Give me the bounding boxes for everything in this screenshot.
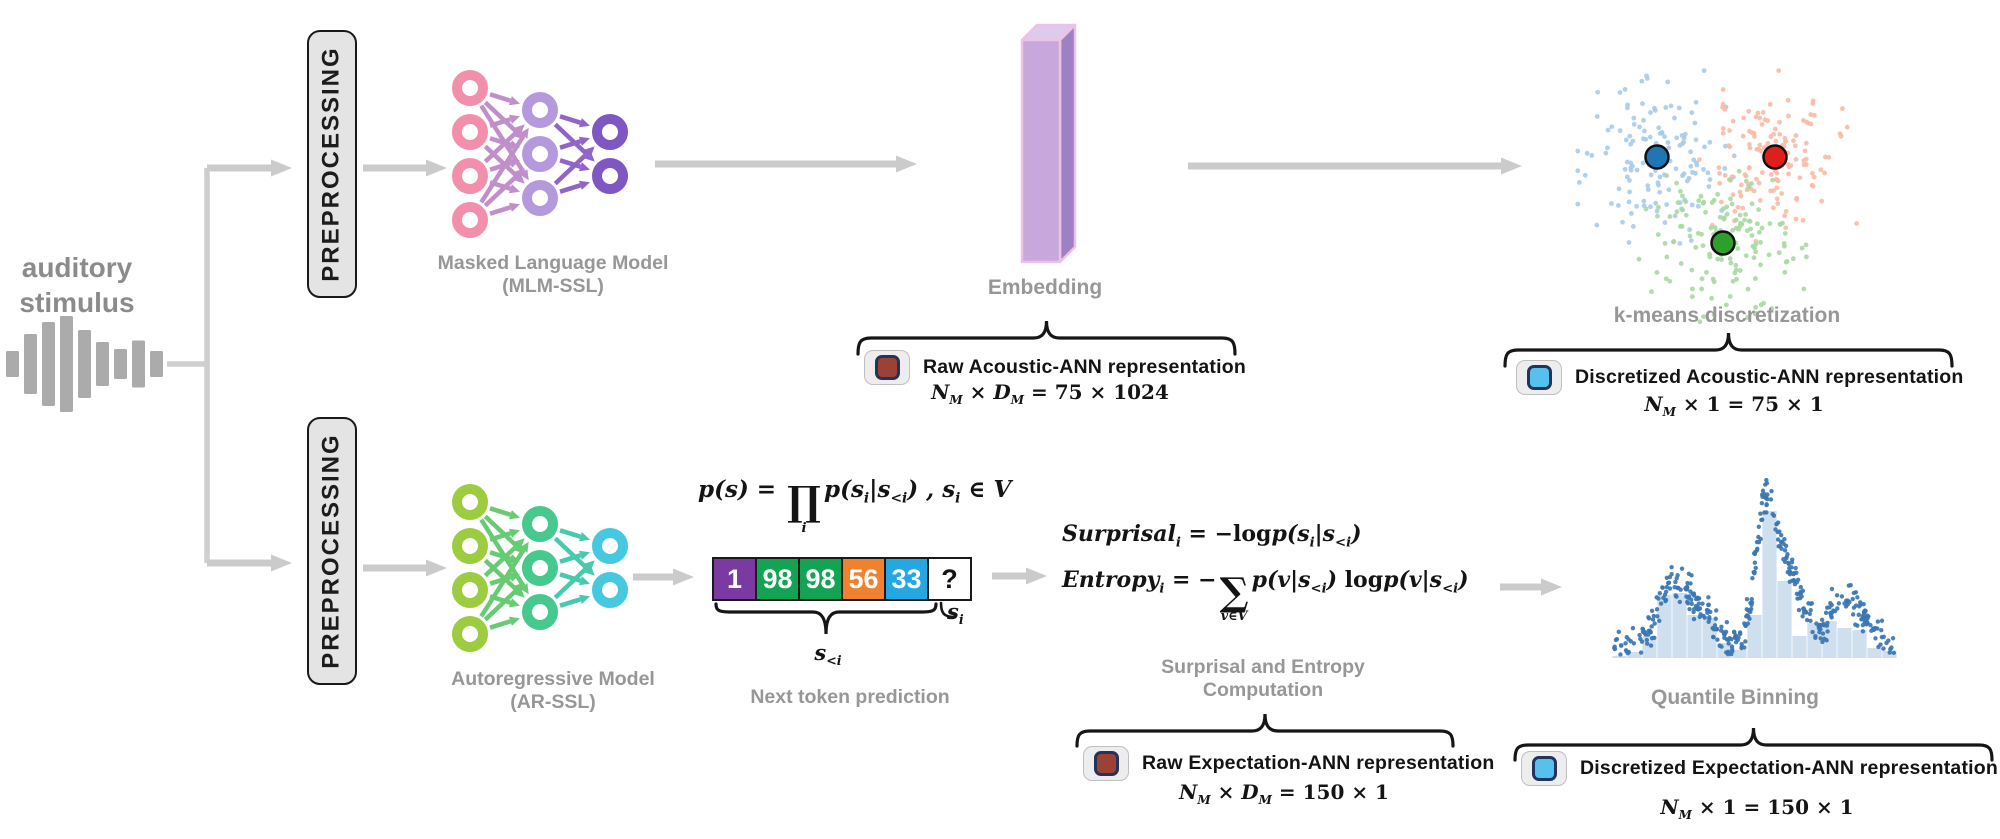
legend-raw-expectation-label: Raw Expectation-ANN representation xyxy=(1142,752,1495,774)
mlm-model-name: Masked Language Model xyxy=(437,252,669,274)
raw-acoustic-chip xyxy=(864,350,910,385)
surprisal-entropy-caption: Surprisal and Entropy Computation xyxy=(1161,656,1365,701)
discretized-acoustic-dims: NM × 1 = 75 × 1 xyxy=(1644,392,1824,419)
legend-raw-expectation: Raw Expectation-ANN representation xyxy=(1083,746,1494,781)
legend-discretized-acoustic: Discretized Acoustic-ANN representation xyxy=(1516,360,1964,395)
legend-discretized-expectation: Discretized Expectation-ANN representati… xyxy=(1521,751,1998,786)
annotation-braces xyxy=(714,320,1994,762)
ar-model-name: Autoregressive Model xyxy=(451,668,655,690)
legend-raw-acoustic: Raw Acoustic-ANN representation xyxy=(864,350,1246,385)
surprisal-entropy-caption-line1: Surprisal and Entropy xyxy=(1161,656,1365,678)
ar-model-abbr: (AR-SSL) xyxy=(510,691,596,713)
kmeans-scatter-plot xyxy=(1575,68,1859,325)
token-cell: 1 xyxy=(712,557,757,601)
waveform-icon xyxy=(6,316,163,412)
auditory-stimulus-label: auditory stimulus xyxy=(19,250,134,320)
preprocessing-box-top: PREPROCESSING xyxy=(307,30,357,298)
discretized-expectation-icon xyxy=(1531,756,1557,781)
token-cell: ? xyxy=(927,557,972,601)
branch-connector xyxy=(167,168,210,563)
raw-representation-icon xyxy=(874,355,900,380)
token-cell: 98 xyxy=(755,557,800,601)
next-token-label: si xyxy=(947,599,964,628)
flow-arrows xyxy=(207,155,1562,596)
next-token-caption: Next token prediction xyxy=(750,686,950,708)
quantile-binning-label: Quantile Binning xyxy=(1651,686,1819,709)
embedding-bar-icon xyxy=(1020,23,1077,264)
raw-acoustic-dims: NM × DM = 75 × 1024 xyxy=(931,380,1169,407)
previous-tokens-label: s<i xyxy=(814,640,842,669)
discretized-expectation-dims: NM × 1 = 150 × 1 xyxy=(1660,795,1854,822)
legend-discretized-acoustic-label: Discretized Acoustic-ANN representation xyxy=(1575,366,1964,388)
kmeans-label: k-means discretization xyxy=(1613,304,1841,327)
embedding-label: Embedding xyxy=(987,276,1103,299)
raw-expectation-icon xyxy=(1093,751,1119,776)
auditory-stimulus-line1: auditory xyxy=(21,252,133,283)
discretized-acoustic-chip xyxy=(1516,360,1562,395)
discretized-expectation-chip xyxy=(1521,751,1567,786)
token-cell: 33 xyxy=(884,557,929,601)
preprocessing-box-bottom: PREPROCESSING xyxy=(307,417,357,685)
preprocessing-label-bottom: PREPROCESSING xyxy=(318,433,346,669)
legend-discretized-expectation-label: Discretized Expectation-ANN representati… xyxy=(1580,757,1998,779)
ar-model-label: Autoregressive Model (AR-SSL) xyxy=(451,668,655,713)
raw-expectation-chip xyxy=(1083,746,1129,781)
auditory-stimulus-line2: stimulus xyxy=(19,287,135,318)
discretized-representation-icon xyxy=(1526,365,1552,390)
surprisal-entropy-caption-line2: Computation xyxy=(1202,679,1324,701)
raw-expectation-dims: NM × DM = 150 × 1 xyxy=(1179,780,1389,807)
mlm-model-label: Masked Language Model (MLM-SSL) xyxy=(438,252,669,297)
legend-raw-acoustic-label: Raw Acoustic-ANN representation xyxy=(923,356,1246,378)
preprocessing-label-top: PREPROCESSING xyxy=(318,46,346,282)
mlm-model-abbr: (MLM-SSL) xyxy=(502,275,604,297)
mlm-network-icon xyxy=(452,70,628,238)
token-cell: 56 xyxy=(841,557,886,601)
quantile-binning-plot xyxy=(1612,477,1897,658)
token-cell: 98 xyxy=(798,557,843,601)
surprisal-formula: Surprisali = −logp(si|s<i) xyxy=(1062,521,1362,551)
ar-network-icon xyxy=(452,484,628,652)
